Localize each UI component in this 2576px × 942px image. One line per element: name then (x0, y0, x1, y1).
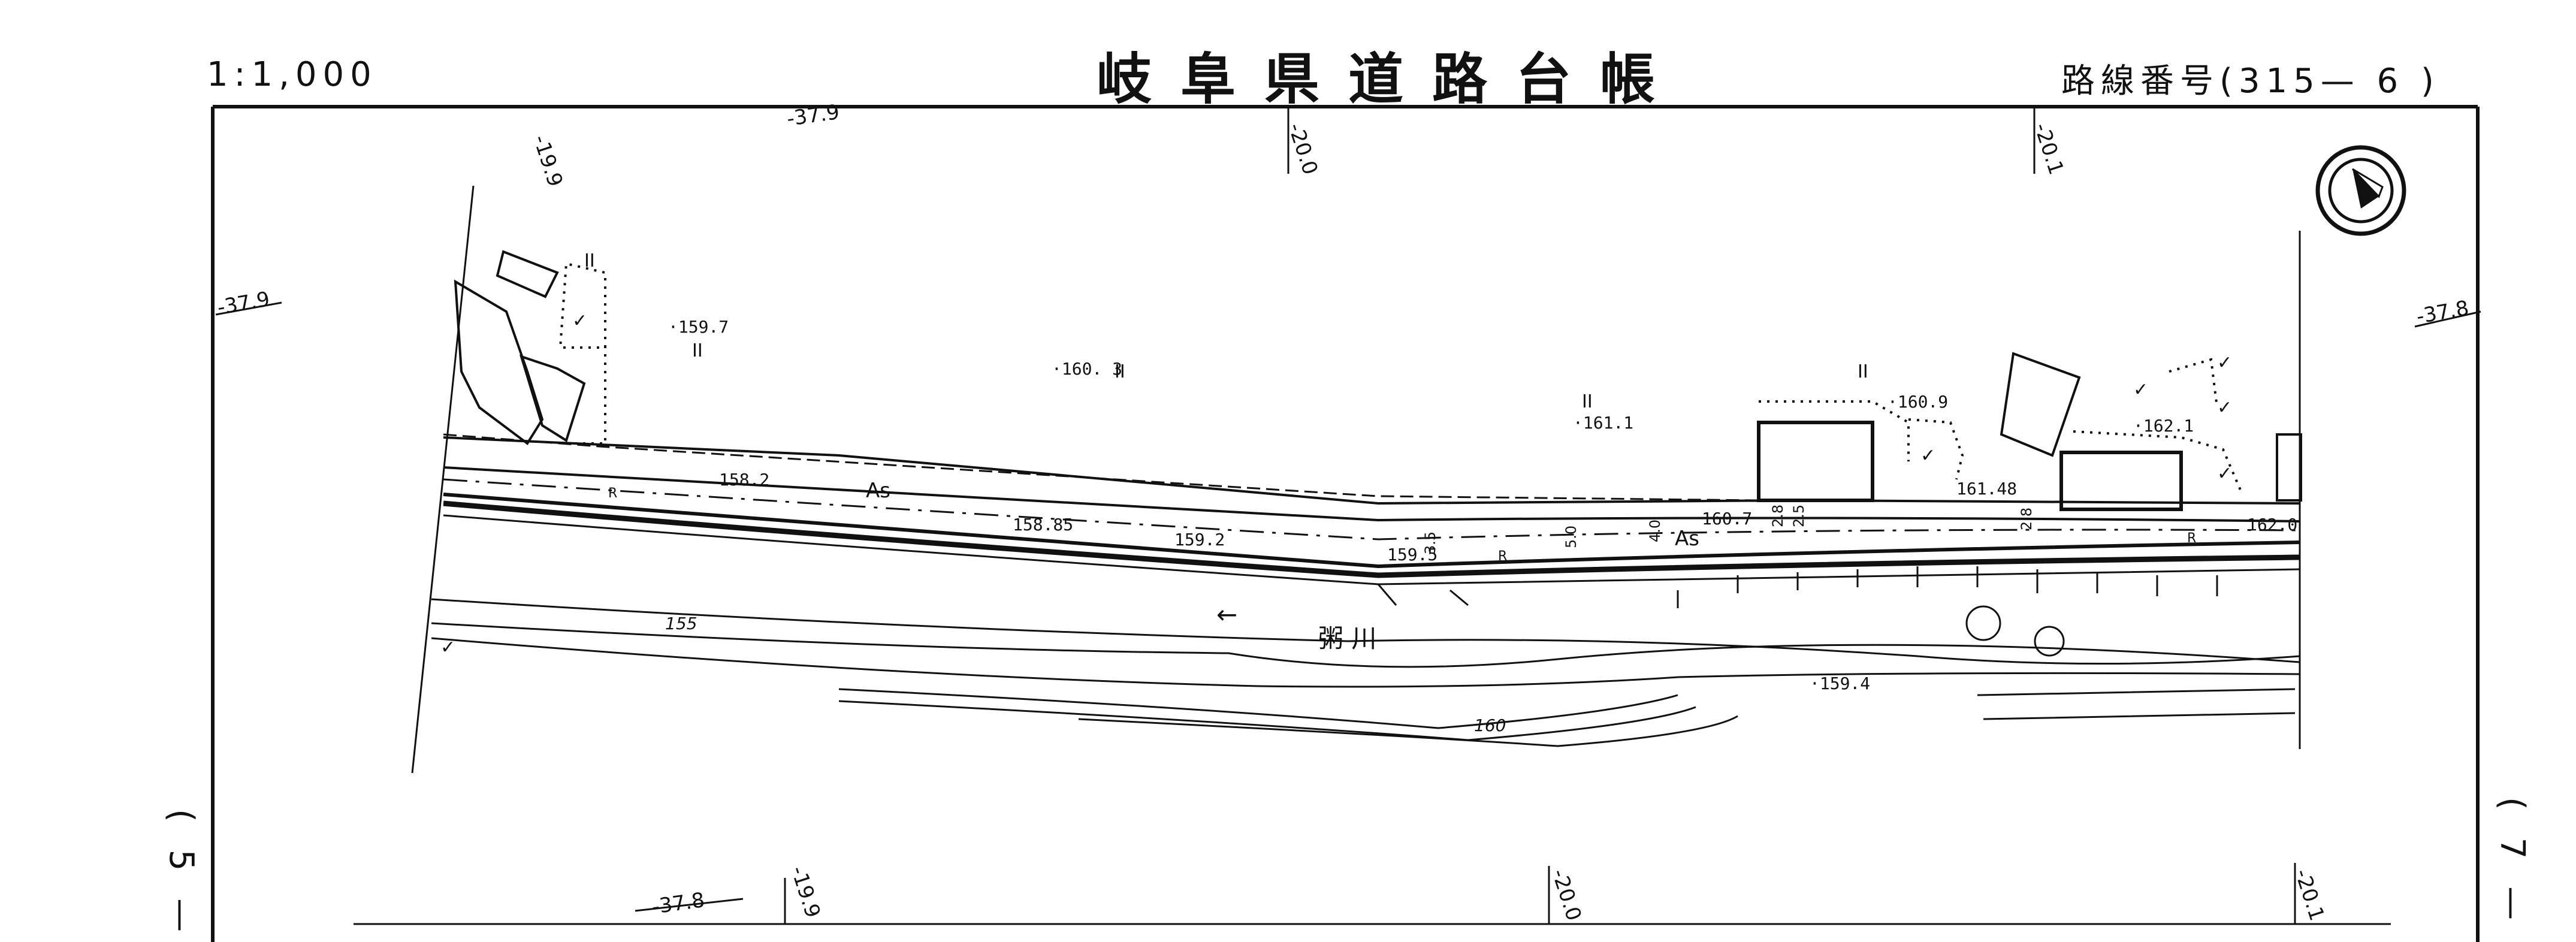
map-frame (211, 105, 2480, 942)
road-mark: R (2187, 531, 2196, 546)
grid-label: -37.8 (2415, 296, 2471, 329)
fence-line (443, 433, 1759, 502)
spot-elevation: ·160.9 (1888, 392, 1948, 412)
spot-elevation: 161.48 (1956, 479, 2017, 499)
tree-symbols (1965, 605, 2065, 657)
field-mark: ✓ (2217, 352, 2232, 373)
contour-label: 160 (1474, 715, 1506, 735)
field-mark: ✓ (440, 637, 455, 658)
spot-elevation: ·159.4 (1810, 674, 1870, 693)
adjacent-sheet-right: ( 7 — (2493, 797, 2532, 929)
road-mark: R (608, 486, 617, 501)
field-mark: ✓ (2133, 379, 2148, 400)
width-label: 4.0 (1647, 520, 1663, 542)
road-lines (443, 436, 2300, 585)
spot-elevation: 159.5 (1387, 545, 1438, 564)
field-mark: II (1115, 361, 1125, 382)
grid-label: -19.9 (786, 863, 825, 920)
spot-elevation: 162.0 (2247, 515, 2297, 535)
width-label: 5.0 (1563, 526, 1580, 548)
spot-elevation: ·162.1 (2133, 416, 2194, 436)
field-mark: II (1582, 391, 1593, 412)
grid-label: -37.8 (651, 888, 706, 919)
field-mark: ✓ (1920, 445, 1935, 466)
width-label: 2.8 (1769, 505, 1786, 527)
spot-elevation: 160.7 (1702, 509, 1752, 529)
spot-elevation: ·159.7 (668, 317, 729, 337)
adjacent-sheet-left: ( 5 — (162, 809, 201, 941)
width-label: 2.8 (2018, 508, 2035, 530)
grid-label: -37.9 (216, 287, 272, 320)
grid-label: -20.0 (1547, 866, 1586, 923)
road-mark: R (1498, 549, 1507, 564)
river-name: 粥 川 (1318, 624, 1376, 653)
field-mark: II (584, 250, 595, 271)
embankment-ticks (1377, 566, 2296, 720)
road-widths: 3.5 5.0 4.0 2.8 2.5 2.8 (1422, 505, 2035, 554)
page-title: 岐阜県道路台帳 (1097, 47, 1684, 111)
spot-elevation: 158.2 (719, 470, 769, 490)
surface-label: As (866, 479, 890, 503)
field-mark: ✓ (2217, 463, 2232, 484)
river (431, 598, 2300, 747)
map-symbols: II II II II II ✓ ✓ ✓ ✓ ✓ ✓ ✓ (440, 250, 2232, 658)
grid-label: -37.9 (786, 100, 841, 131)
field-mark: II (1858, 361, 1868, 382)
field-mark: II (692, 340, 703, 361)
spot-elevation: 159.2 (1174, 530, 1225, 550)
spot-elevation: ·160. 3 (1052, 359, 1122, 379)
property-lines (559, 262, 2242, 492)
spot-elevation: 158.85 (1013, 515, 1073, 535)
north-arrow-icon (2315, 145, 2406, 236)
contour-label: 155 (665, 614, 697, 633)
width-label: 3.5 (1422, 532, 1439, 554)
field-mark: ✓ (2217, 397, 2232, 418)
road-surface-labels: As As R R R (608, 479, 2196, 564)
elevation-labels: ·159.7 ·160. 3 ·161.1 ·160.9 ·162.1 158.… (668, 317, 2297, 693)
grid-ticks (215, 105, 2481, 924)
spot-elevation: ·161.1 (1573, 413, 1633, 433)
surface-label: As (1675, 527, 1699, 551)
route-number: 路線番号(315— 6 ) (2061, 62, 2440, 101)
width-label: 2.5 (1790, 505, 1807, 527)
river-labels: ← 粥 川 155 160 (665, 600, 1506, 735)
field-mark: ✓ (572, 310, 587, 331)
map-scale: 1:1,000 (207, 55, 378, 94)
flow-arrow: ← (1216, 600, 1237, 629)
grid-label: -19.9 (528, 132, 567, 189)
